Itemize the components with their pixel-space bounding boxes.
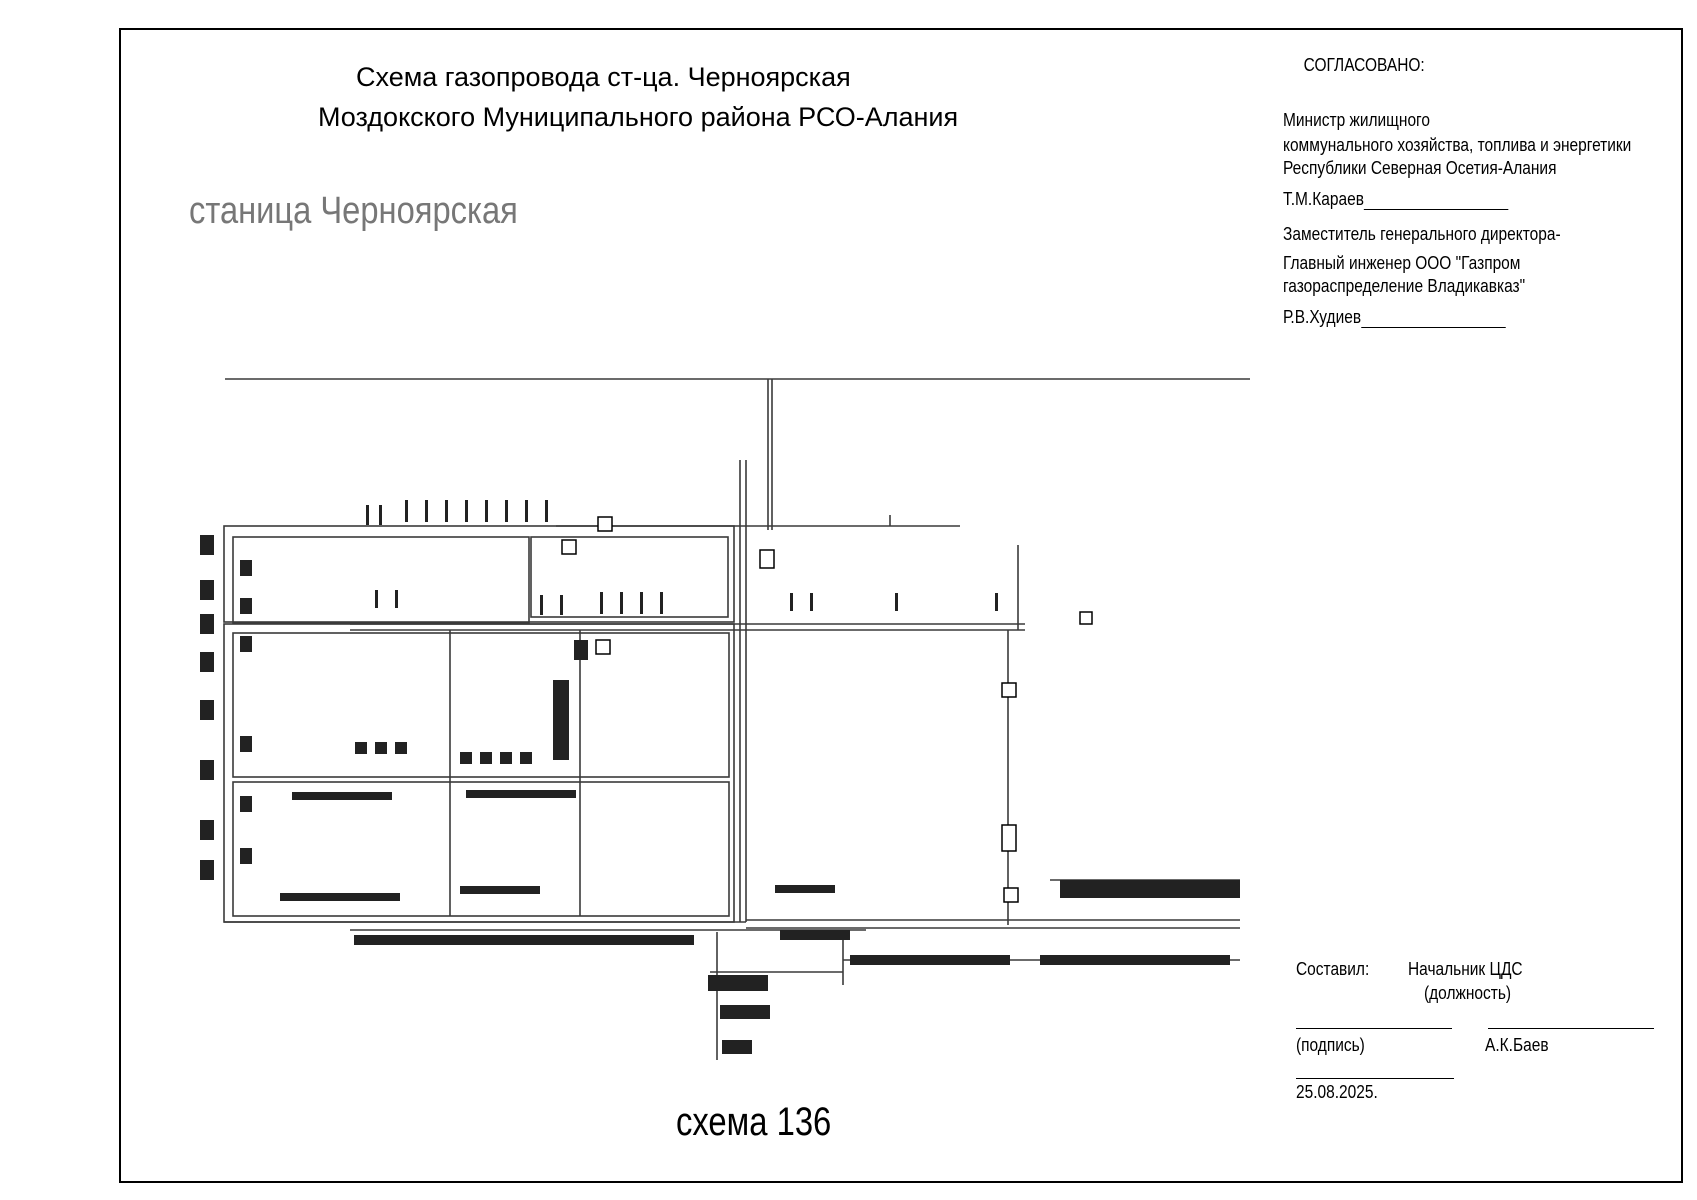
date-line	[1296, 1078, 1454, 1079]
regulator-symbol	[1001, 824, 1017, 852]
regulator-symbols	[561, 516, 1093, 903]
title-line-1: Схема газопровода ст-ца. Черноярская	[356, 62, 851, 92]
compiled-date: 25.08.2025.	[1296, 1082, 1378, 1102]
block-upper-left	[223, 525, 735, 623]
connections-column-mid	[553, 640, 588, 760]
connections-lower-branch	[708, 975, 770, 1054]
deputy-title-2: Главный инженер ООО "Газпром	[1283, 253, 1521, 273]
compiled-position-caption: (должность)	[1424, 983, 1512, 1003]
compiled-name: А.К.Баев	[1485, 1035, 1549, 1055]
regulator-symbol	[1079, 611, 1093, 625]
connections-row-lower	[292, 742, 576, 800]
connections-row-bottom	[280, 880, 1240, 965]
regulator-symbol	[1001, 682, 1017, 698]
connections-row-mid	[375, 590, 998, 615]
deputy-title-3: газораспределение Владикавказ"	[1283, 276, 1526, 296]
service-connection-markers	[200, 500, 1240, 1054]
connections-left-column	[200, 535, 252, 880]
minister-name: Т.М.Караев	[1283, 189, 1364, 209]
name-line	[1488, 1028, 1654, 1029]
compiled-label: Составил:	[1296, 959, 1370, 979]
minister-title-1: Министр жилищного	[1283, 110, 1430, 130]
regulator-symbol	[561, 539, 577, 555]
deputy-signature-line	[1361, 309, 1506, 328]
signature-line	[1296, 1028, 1452, 1029]
title-line-2: Моздокского Муниципального района РСО-Ал…	[318, 102, 959, 132]
signature-caption: (подпись)	[1296, 1035, 1365, 1055]
minister-title-3: Республики Северная Осетия-Алания	[1283, 158, 1557, 178]
minister-signature-line	[1363, 191, 1509, 210]
regulator-symbol	[597, 516, 613, 532]
drawing-frame	[119, 28, 1683, 1183]
approval-block: СОГЛАСОВАНО: Министр жилищного коммуналь…	[1283, 55, 1632, 328]
compiled-position: Начальник ЦДС	[1408, 959, 1523, 979]
approval-heading: СОГЛАСОВАНО:	[1303, 55, 1425, 75]
deputy-title-1: Заместитель генерального директора-	[1283, 224, 1561, 244]
block-lower-left	[223, 623, 735, 923]
scheme-number: схема 136	[676, 1100, 832, 1144]
deputy-name: Р.В.Худиев	[1283, 307, 1362, 327]
connections-row-top	[366, 500, 548, 525]
regulator-symbol	[759, 549, 775, 569]
locality-label: станица Черноярская	[189, 190, 518, 232]
regulator-symbol	[595, 639, 611, 655]
regulator-symbol	[1003, 887, 1019, 903]
minister-title-2: коммунального хозяйства, топлива и энерг…	[1283, 135, 1632, 155]
